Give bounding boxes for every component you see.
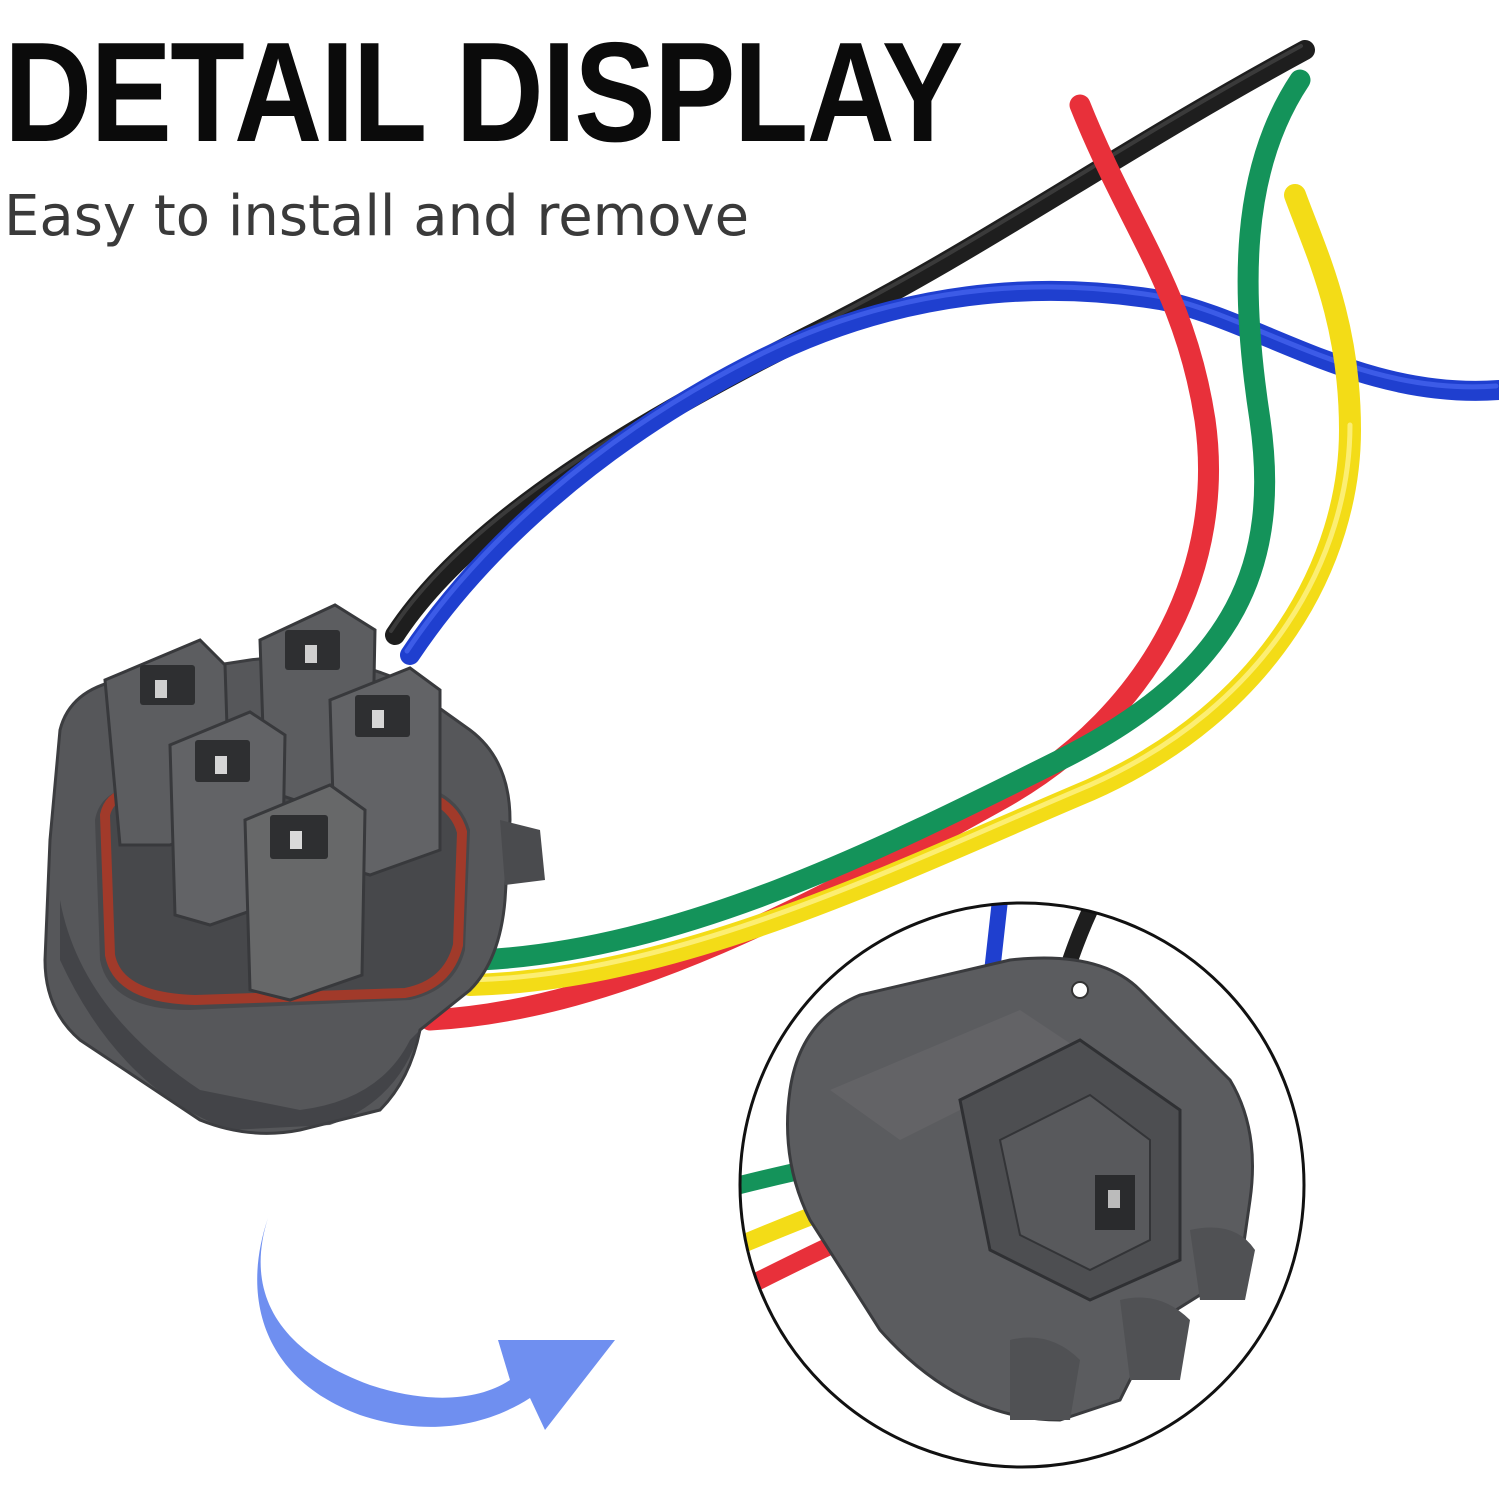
black-wire — [385, 40, 1315, 645]
curved-arrow-icon — [257, 1218, 615, 1430]
yellow-wire — [459, 184, 1362, 996]
page-subtitle: Easy to install and remove — [4, 184, 750, 249]
wire-bundle — [385, 40, 1499, 1031]
page-title: DETAIL DISPLAY — [4, 13, 963, 172]
blue-wire — [400, 280, 1499, 665]
terminal-cavities — [103, 603, 442, 1002]
terminal-cavity — [243, 783, 367, 1002]
zoom-inset-border — [738, 901, 1306, 1469]
green-wire — [469, 69, 1311, 971]
zoom-inset — [740, 903, 1304, 1467]
